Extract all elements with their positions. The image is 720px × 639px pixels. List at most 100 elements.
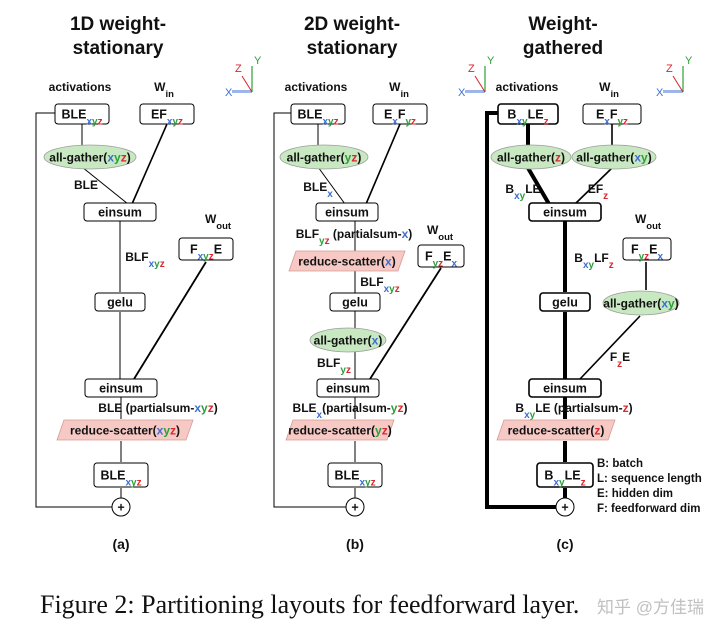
einsum-box: einsum [83,202,157,222]
axis-letter: y [365,477,371,488]
activations-box: BLExyz [54,103,110,127]
output-box-label: BLExyz [334,469,375,489]
tensor-shape-label: BLEx(partialsum-yz) [293,401,408,421]
axis-letters: yz [433,258,444,269]
axis-letter: x [514,191,520,202]
text-segment: LE [565,469,581,483]
text-segment: x [372,334,379,348]
axis-letter: x [198,251,204,262]
legend-entry: L: sequence length [597,473,702,485]
weight-main: W [635,212,647,226]
axis-letters: yz [405,116,416,127]
all-gather-op: all-gather(xy) [571,144,657,170]
text-segment: E [214,243,222,257]
einsum-box: einsum [84,378,158,398]
panel-title: stationary [73,38,164,59]
weight-subscript: in [400,89,409,100]
axis-letter: x [634,151,641,165]
panel-title: stationary [307,38,398,59]
axis-letters: xy [661,297,675,311]
text-segment: EF [588,182,603,196]
wout-weight-box-label: FxyzE [190,243,222,263]
all-gather-op-label: all-gather(xyz) [49,151,130,165]
tensor-shape-label: BLE (partialsum-xyz) [98,401,217,415]
reduce-scatter-op-label: reduce-scatter(z) [508,424,605,438]
win-weight-box-label: ExFyz [596,108,628,128]
figure-caption: Figure 2: Partitioning layouts for feedf… [40,590,579,619]
text-segment: E [443,250,451,264]
tensor-shape-label: BLE [74,178,98,192]
text-segment: BLE [293,401,317,415]
all-gather-op-shape [490,144,572,170]
axis-letter: y [639,251,645,262]
axis-letter: x [583,260,589,271]
axis-letter: z [395,284,400,295]
axis-letter: z [178,116,183,127]
text-segment: F [190,243,198,257]
text-segment: EF [151,108,167,122]
einsum-box-frame [315,202,379,222]
axis-letter: y [405,116,411,127]
axis-letter: x [553,477,559,488]
text-segment: BLF [317,356,340,370]
text-segment: F [398,108,406,122]
axis-letters: yz [319,236,330,247]
axis-letter: z [411,116,416,127]
wout-weight-box-frame [622,237,672,261]
reduce-scatter-op-label: reduce-scatter(xyz) [70,424,180,438]
text-segment: z [594,424,600,438]
text-segment: reduce-scatter( [508,424,595,438]
axis-letter: y [391,401,398,415]
all-gather-op-shape [602,290,680,316]
axis-letters: xyz [194,401,213,415]
reduce-scatter-op-label: reduce-scatter(yz) [288,424,391,438]
tensor-shape-label: BxyLE (partialsum-z) [515,401,632,421]
text-segment: x [402,227,409,241]
text-segment: z [603,191,608,202]
residual-connector [485,111,557,509]
residual-connector [273,112,346,508]
text-segment: BLF [296,227,319,241]
reduce-scatter-op: reduce-scatter(z) [496,419,616,441]
axis-letters: yz [617,116,628,127]
output-box-frame [536,462,594,488]
output-box: BLExyz [93,462,149,488]
text-segment: z [609,260,614,271]
axis-letter: y [433,258,439,269]
axis-letter: x [157,424,164,438]
axis-letter: y [522,116,528,127]
watermark-text: 知乎 @方佳瑞 [597,598,704,617]
output-box: BLExyz [327,462,383,489]
axis-letter: x [359,477,365,488]
axis-letter: x [149,259,155,270]
weight-subscript: out [438,232,454,243]
axis-letter: y [114,151,121,165]
wout-label: Wout [635,212,662,232]
panel-title: gathered [523,38,603,59]
text-segment: x [327,189,333,200]
axis-letter: x [167,116,173,127]
plus-circle [555,497,575,517]
all-gather-op-shape [309,327,387,353]
wout-weight-box-label: FyzEx [631,243,664,263]
weight-subscript: in [610,89,619,100]
axis-letters: xy [514,191,526,202]
wout-weight-box-frame [417,244,465,268]
residual-add: + [111,497,131,517]
connector-line [81,166,129,205]
einsum-box-frame [528,202,602,222]
activations-box-frame [290,103,346,125]
tensor-shape-label: BLFxyz [125,250,164,270]
text-segment: all-gather( [49,151,107,165]
activations-label: activations [285,80,348,94]
wout-label: Wout [427,223,454,243]
connector-line [574,167,613,205]
weight-main: W [599,80,611,94]
legend-entry: F: feedforward dim [597,503,701,515]
text-segment: BLE [98,401,125,415]
text-segment: LE [535,401,554,415]
plus-symbol: + [351,501,358,515]
all-gather-op-shape [571,144,657,170]
axis-letter: y [340,365,346,376]
